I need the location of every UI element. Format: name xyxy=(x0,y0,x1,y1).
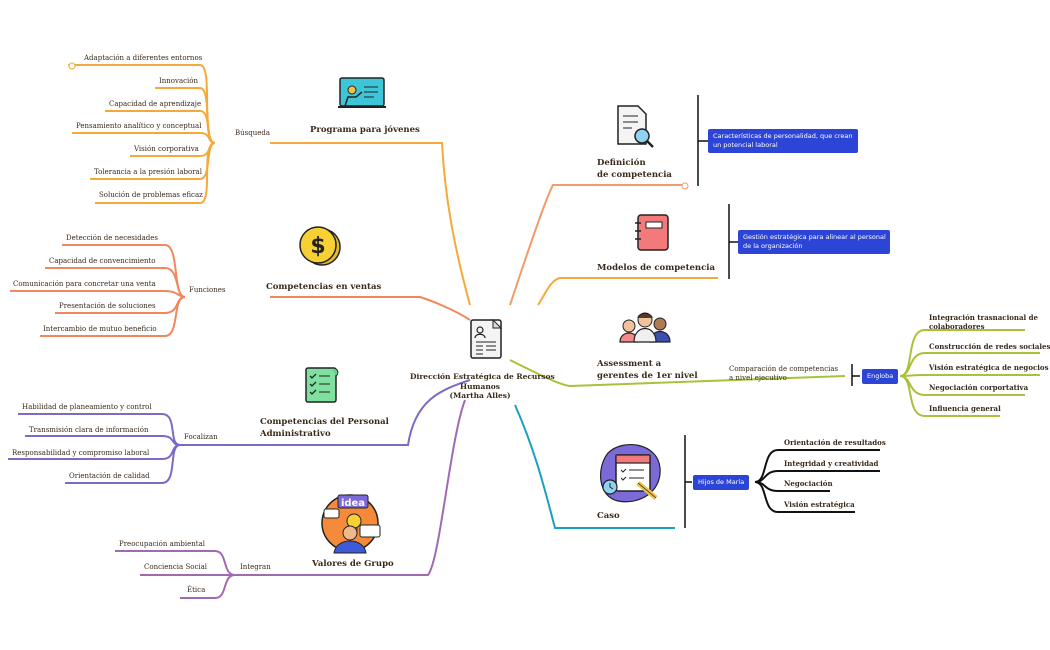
note-definicion: Características de personalidad, que cre… xyxy=(708,129,858,153)
branch-valores xyxy=(115,399,466,599)
list-item: Solución de problemas eficaz xyxy=(99,191,203,199)
branch-modelos xyxy=(537,277,718,306)
topic-definicion: Definición de competencia xyxy=(597,157,672,181)
connector-busqueda: Búsqueda xyxy=(235,129,271,137)
list-item: Ética xyxy=(187,586,206,594)
document-icon xyxy=(470,318,503,359)
list-item: Tolerancia a la presión laboral xyxy=(94,168,202,176)
list-item: Conciencia Social xyxy=(144,563,208,571)
central-topic-line2: Humanos xyxy=(459,381,500,391)
list-item: Intercambio de mutuo beneficio xyxy=(43,325,157,333)
topic-personal: Competencias del Personal Administrativo xyxy=(260,416,389,440)
topic-programa: Programa para jóvenes xyxy=(310,125,420,135)
bracket-definicion xyxy=(697,95,708,186)
list-item: Habilidad de planeamiento y control xyxy=(22,403,152,411)
topic-definicion-line1: Definición xyxy=(597,158,646,168)
list-item: Orientación de resultados xyxy=(784,438,886,447)
connector-comparacion-line2: a nivel ejecutivo xyxy=(729,374,787,382)
branch-programa xyxy=(68,62,471,306)
list-item: Construcción de redes sociales xyxy=(929,342,1050,351)
topic-modelos: Modelos de competencia xyxy=(597,263,715,273)
note-engloba: Engloba xyxy=(862,369,899,384)
list-item: Transmisión clara de información xyxy=(29,426,149,434)
list-item: Visión corporativa xyxy=(134,145,199,153)
connector-integran: Integran xyxy=(240,563,271,571)
list-item: Innovación xyxy=(159,77,199,85)
list-item: Integración trasnacional de colaboradore… xyxy=(929,313,1038,331)
list-item: Orientación de calidad xyxy=(69,472,150,480)
connector-focalizan: Focalizan xyxy=(184,433,218,441)
connector-comparacion: Comparación de competencias a nivel ejec… xyxy=(729,365,838,383)
topic-ventas: Competencias en ventas xyxy=(266,282,382,292)
list-item: Adaptación a diferentes entornos xyxy=(84,54,203,62)
idea-icon: idea xyxy=(321,494,381,554)
notebook-icon xyxy=(635,214,669,251)
note-modelos: Gestión estratégica para alinear al pers… xyxy=(738,230,890,254)
list-item: Preocupación ambiental xyxy=(119,540,206,548)
note-hijos-de-maria: Hijos de María xyxy=(693,475,750,490)
list-item: Comunicación para concretar una venta xyxy=(13,280,156,288)
branch-assessment xyxy=(509,329,1040,417)
list-item: Integridad y creatividad xyxy=(784,459,879,468)
branch-personal xyxy=(8,379,471,484)
branch-ventas xyxy=(10,244,471,337)
topic-personal-line2: Administrativo xyxy=(260,429,331,439)
topic-assessment-line2: gerentes de 1er nivel xyxy=(597,371,698,381)
central-topic-line3: (Martha Alles) xyxy=(449,391,511,400)
central-topic-line1: Dirección Estratégica de Recursos xyxy=(410,372,555,381)
checklist-icon xyxy=(305,367,339,403)
list-item: Visión estratégica de negocios xyxy=(929,363,1049,372)
list-item: Capacidad de convencimiento xyxy=(49,257,156,265)
note-modelos-line1: Gestión estratégica para alinear al pers… xyxy=(743,233,886,241)
topic-assessment: Assessment a gerentes de 1er nivel xyxy=(597,358,698,382)
list-item: Detección de necesidades xyxy=(66,234,159,242)
topic-assessment-line1: Assessment a xyxy=(597,359,662,369)
list-item: Negociación corportativa xyxy=(929,383,1029,392)
topic-personal-line1: Competencias del Personal xyxy=(260,417,389,427)
topic-caso: Caso xyxy=(597,511,620,521)
svg-text:idea: idea xyxy=(341,498,365,509)
connector-funciones: Funciones xyxy=(189,286,226,294)
list-item: Capacidad de aprendizaje xyxy=(109,100,202,108)
list-item: Presentación de soluciones xyxy=(59,302,156,310)
topic-definicion-line2: de competencia xyxy=(597,170,672,180)
branch-caso xyxy=(514,404,675,529)
branch-definicion xyxy=(509,182,689,306)
note-definicion-line2: un potencial laboral xyxy=(713,141,778,149)
list-item: Pensamiento analítico y conceptual xyxy=(76,122,202,130)
list-item: Responsabilidad y compromiso laboral xyxy=(12,449,150,457)
calendar-icon xyxy=(600,444,661,503)
connector-comparacion-line1: Comparación de competencias xyxy=(729,365,839,373)
bracket-modelos xyxy=(728,204,738,279)
presentation-icon xyxy=(338,77,386,108)
bracket-caso xyxy=(684,435,880,528)
dollar-coin-icon: $ xyxy=(299,226,341,266)
document-search-icon xyxy=(617,105,654,148)
list-item: Influencia general xyxy=(929,404,1001,413)
list-item: Negociación xyxy=(784,479,833,488)
list-item: Visión estratégica xyxy=(784,500,855,509)
topic-valores: Valores de Grupo xyxy=(312,559,394,569)
central-topic: Dirección Estratégica de Recursos Humano… xyxy=(410,372,555,401)
svg-text:$: $ xyxy=(310,234,325,259)
people-icon xyxy=(619,312,671,343)
note-definicion-line1: Características de personalidad, que cre… xyxy=(713,132,853,140)
note-modelos-line2: de la organización xyxy=(743,242,803,250)
bracket-assessment xyxy=(851,364,860,386)
